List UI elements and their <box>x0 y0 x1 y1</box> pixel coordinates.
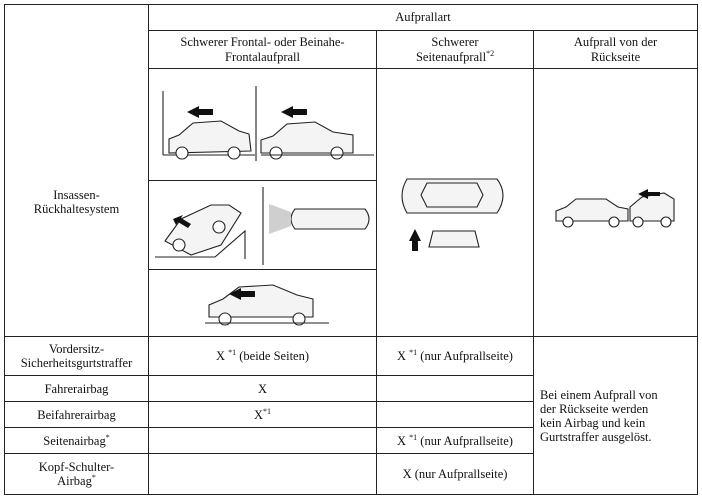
row-seite-beifahrerairbag <box>376 401 534 428</box>
row-frontal-gurtstraffer: X *1 (beide Seiten) <box>148 336 377 376</box>
row-label-gurtstraffer: Vordersitz-Sicherheitsgurtstraffer <box>4 336 149 376</box>
header-aufprallart: Aufprallart <box>148 4 698 31</box>
rear-crash-illustration <box>555 189 675 228</box>
row-frontal-seitenairbag <box>148 427 377 454</box>
row-frontal-fahrerairbag: X <box>148 375 377 402</box>
row-seite-seitenairbag: X *1 (nur Aufprallseite) <box>376 427 534 454</box>
side-crash-illustration <box>401 178 504 251</box>
row-frontal-beifahrerairbag: X*1 <box>148 401 377 428</box>
row-frontal-kopfschulterairbag <box>148 453 377 495</box>
row-seite-kopfschulterairbag: X (nur Aufprallseite) <box>376 453 534 495</box>
header-frontal: Schwerer Frontal- oder Beinahe-Frontalau… <box>148 30 377 69</box>
row-seite-gurtstraffer: X *1 (nur Aufprallseite) <box>376 336 534 376</box>
row-label-beifahrerairbag: Beifahrerairbag <box>4 401 149 428</box>
system-label: Insassen-Rückhaltesystem <box>4 68 149 336</box>
row-label-kopfschulterairbag: Kopf-Schulter-Airbag* <box>4 453 149 495</box>
row-seite-fahrerairbag <box>376 375 534 402</box>
frontal-crash-illustrations <box>155 86 374 326</box>
row-label-seitenairbag: Seitenairbag* <box>4 427 149 454</box>
row-label-fahrerairbag: Fahrerairbag <box>4 375 149 402</box>
